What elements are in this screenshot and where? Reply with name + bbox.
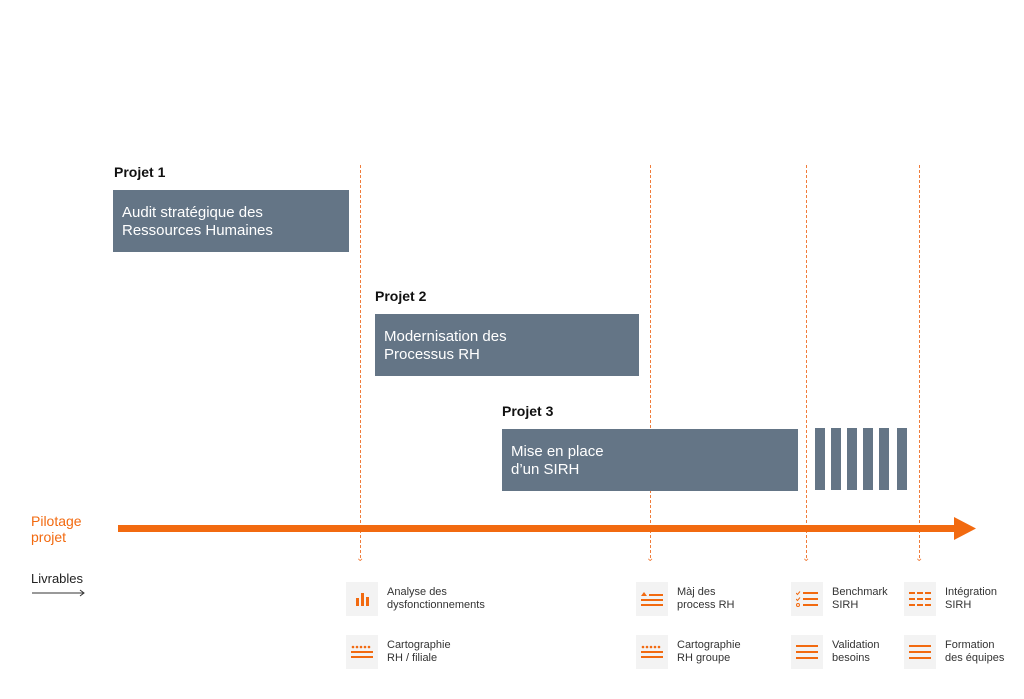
deliverable-label-line: Formation (945, 639, 995, 651)
project-3-extension-stripe (831, 428, 841, 490)
project-1-bar-line-2: Ressources Humaines (122, 222, 273, 239)
deliverable-label-line: RH / filiale (387, 652, 438, 664)
bar-chart-icon (346, 582, 378, 616)
deliverable-label-line: process RH (677, 599, 735, 611)
project-3-extension-stripe (863, 428, 873, 490)
project-2-bar-line-1: Modernisation des (384, 328, 507, 345)
project-2-bar-line-2: Processus RH (384, 346, 480, 363)
deliverable-validation: Validation besoins (791, 635, 880, 669)
deliverable-label-line: RH groupe (677, 652, 731, 664)
milestone-line-4 (919, 165, 920, 558)
project-3-extension-stripe (897, 428, 907, 490)
chevron-down-icon: ⌄ (356, 553, 365, 564)
deliverable-label-line: Intégration (945, 586, 997, 598)
deliverable-label-line: des équipes (945, 652, 1005, 664)
checklist-icon (791, 582, 823, 616)
pilotage-label: Pilotage projet (31, 513, 82, 545)
image-list-icon (636, 582, 668, 616)
arrow-right-icon (32, 589, 85, 597)
project-3-extension-stripe (879, 428, 889, 490)
milestone-line-2 (650, 165, 651, 558)
deliverable-label-line: SIRH (945, 599, 972, 611)
project-3-bar-line-2: d’un SIRH (511, 461, 580, 478)
milestone-line-3 (806, 165, 807, 558)
dashed-lines-icon (904, 582, 936, 616)
project-2-bar: Modernisation des Processus RH (375, 314, 639, 376)
pilotage-line-1: Pilotage (31, 513, 82, 529)
project-3-title: Projet 3 (502, 403, 554, 419)
project-1-bar-line-1: Audit stratégique des (122, 204, 263, 221)
deliverable-analyse: Analyse des dysfonctionnements (346, 582, 485, 616)
lines-icon (904, 635, 936, 669)
deliverable-label-line: Analyse des (387, 586, 447, 598)
project-1-bar: Audit stratégique des Ressources Humaine… (113, 190, 349, 252)
lines-icon (791, 635, 823, 669)
pilotage-line-2: projet (31, 529, 67, 545)
deliverable-label-line: Cartographie (677, 639, 741, 651)
stars-list-icon (636, 635, 668, 669)
deliverable-integration: Intégration SIRH (904, 582, 997, 616)
project-3-extension-stripe (815, 428, 825, 490)
stars-list-icon (346, 635, 378, 669)
livrables-label: Livrables (31, 571, 84, 586)
chevron-down-icon: ⌄ (802, 553, 811, 564)
deliverable-label-line: Validation (832, 639, 880, 651)
deliverable-label-line: Cartographie (387, 639, 451, 651)
project-2-title: Projet 2 (375, 288, 427, 304)
deliverable-label-line: besoins (832, 652, 870, 664)
deliverable-benchmark: Benchmark SIRH (791, 582, 888, 616)
project-3-bar: Mise en place d’un SIRH (502, 429, 798, 491)
deliverable-label-line: Màj des (677, 586, 716, 598)
deliverable-cartographie-groupe: Cartographie RH groupe (636, 635, 741, 669)
chevron-down-icon: ⌄ (646, 553, 655, 564)
deliverable-cartographie-filiale: Cartographie RH / filiale (346, 635, 451, 669)
deliverable-maj-process: Màj des process RH (636, 582, 734, 616)
project-3-extension-stripe (847, 428, 857, 490)
deliverable-label-line: SIRH (832, 599, 859, 611)
milestone-line-1 (360, 165, 361, 558)
project-3-bar-line-1: Mise en place (511, 443, 604, 460)
deliverable-formation: Formation des équipes (904, 635, 1004, 669)
project-1-title: Projet 1 (114, 164, 166, 180)
deliverable-label-line: Benchmark (832, 586, 888, 598)
chevron-down-icon: ⌄ (915, 553, 924, 564)
deliverable-label-line: dysfonctionnements (387, 599, 485, 611)
pilotage-arrow (118, 517, 976, 540)
